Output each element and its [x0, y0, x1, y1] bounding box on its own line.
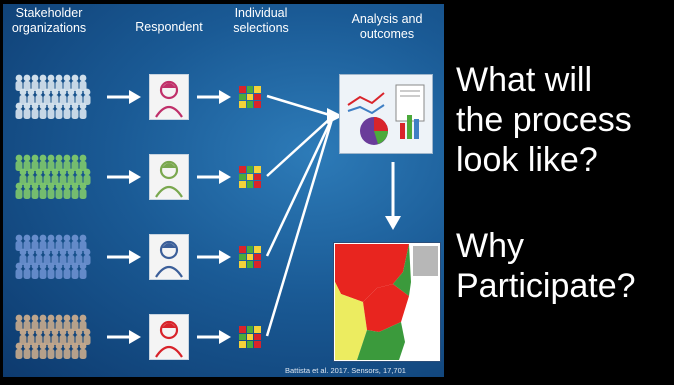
- selection-cell: [246, 333, 254, 341]
- selection-cell: [254, 261, 261, 268]
- converging-arrow-4: [265, 115, 335, 337]
- crowd-icon: [15, 74, 91, 119]
- selection-cell: [254, 93, 261, 101]
- citation: Battista et al. 2017. Sensors, 17,701: [285, 366, 406, 375]
- selection-cell: [254, 181, 261, 188]
- selection-cell: [239, 173, 246, 181]
- selection-cell: [254, 333, 261, 341]
- selection-cell: [239, 333, 246, 341]
- converging-arrow-3: [265, 115, 335, 257]
- selection-cell: [254, 173, 261, 181]
- question-participate-line1: Why: [456, 227, 524, 265]
- respondent-avatar-3: [149, 234, 189, 280]
- crowd-icon: [15, 234, 91, 279]
- selection-grid-2: [239, 166, 261, 188]
- stakeholder-crowd-3: [13, 230, 93, 284]
- stakeholder-crowd-2: [13, 150, 93, 204]
- selection-cell: [246, 181, 254, 188]
- selection-cell: [239, 261, 246, 268]
- header-selections: Individual selections: [229, 6, 293, 36]
- outcome-map: [333, 242, 441, 362]
- question-process-line3: look like?: [456, 141, 598, 179]
- selection-cell: [246, 166, 254, 173]
- charts-icon: [347, 84, 425, 145]
- selection-cell: [254, 101, 261, 108]
- selection-cell: [246, 246, 254, 253]
- arrow-to-selection-2: [197, 170, 231, 189]
- selection-cell: [239, 166, 246, 173]
- analysis-document-icon: [339, 74, 433, 154]
- selection-cell: [239, 181, 246, 188]
- selection-cell: [239, 253, 246, 261]
- selection-cell: [246, 326, 254, 333]
- selection-grid-4: [239, 326, 261, 348]
- selection-cell: [239, 341, 246, 348]
- selection-cell: [246, 341, 254, 348]
- question-participate-line2: Participate?: [456, 267, 636, 305]
- selection-cell: [239, 326, 246, 333]
- process-diagram-panel: Stakeholder organizations Respondent Ind…: [3, 4, 444, 377]
- converging-arrows: [265, 94, 343, 337]
- header-selections-line2: selections: [233, 21, 289, 35]
- respondent-avatar-4: [149, 314, 189, 360]
- header-stakeholder-line2: organizations: [11, 21, 87, 35]
- crowd-icon: [15, 154, 91, 199]
- selection-cell: [246, 261, 254, 268]
- arrow-to-respondent-1: [107, 90, 141, 109]
- question-process-line2: the process: [456, 101, 632, 139]
- selection-cell: [254, 166, 261, 173]
- respondent-avatar-1: [149, 74, 189, 120]
- header-respondent: Respondent: [135, 20, 203, 34]
- question-process-line1: What will: [456, 61, 593, 99]
- selection-cell: [246, 173, 254, 181]
- header-selections-line1: Individual: [234, 6, 288, 20]
- header-stakeholder: Stakeholder organizations: [7, 6, 91, 36]
- selection-cell: [239, 86, 246, 93]
- arrow-to-respondent-2: [107, 170, 141, 189]
- arrow-to-selection-3: [197, 250, 231, 269]
- header-stakeholder-line1: Stakeholder: [15, 6, 83, 20]
- converging-arrow-2: [266, 115, 334, 177]
- stakeholder-crowd-1: [13, 70, 93, 124]
- selection-grid-1: [239, 86, 261, 108]
- question-process: What will the process look like?: [456, 60, 632, 180]
- header-analysis: Analysis and outcomes: [339, 12, 435, 42]
- selection-cell: [246, 101, 254, 108]
- selection-cell: [254, 86, 261, 93]
- selection-cell: [254, 246, 261, 253]
- selection-cell: [246, 253, 254, 261]
- arrow-to-respondent-3: [107, 250, 141, 269]
- arrow-to-respondent-4: [107, 330, 141, 349]
- selection-cell: [246, 86, 254, 93]
- converging-arrow-1: [266, 94, 334, 118]
- selection-cell: [239, 93, 246, 101]
- respondent-avatar-2: [149, 154, 189, 200]
- selection-cell: [246, 93, 254, 101]
- header-analysis-line1: Analysis and: [351, 12, 423, 26]
- header-analysis-line2: outcomes: [359, 27, 415, 41]
- arrow-to-selection-1: [197, 90, 231, 109]
- crowd-icon: [15, 314, 91, 359]
- stakeholder-crowd-4: [13, 310, 93, 364]
- selection-cell: [239, 246, 246, 253]
- converging-arrowhead: [327, 108, 343, 124]
- question-participate: Why Participate?: [456, 226, 636, 306]
- selection-cell: [239, 101, 246, 108]
- down-arrow: [385, 162, 401, 230]
- selection-cell: [254, 341, 261, 348]
- selection-cell: [254, 253, 261, 261]
- selection-grid-3: [239, 246, 261, 268]
- selection-cell: [254, 326, 261, 333]
- arrow-to-selection-4: [197, 330, 231, 349]
